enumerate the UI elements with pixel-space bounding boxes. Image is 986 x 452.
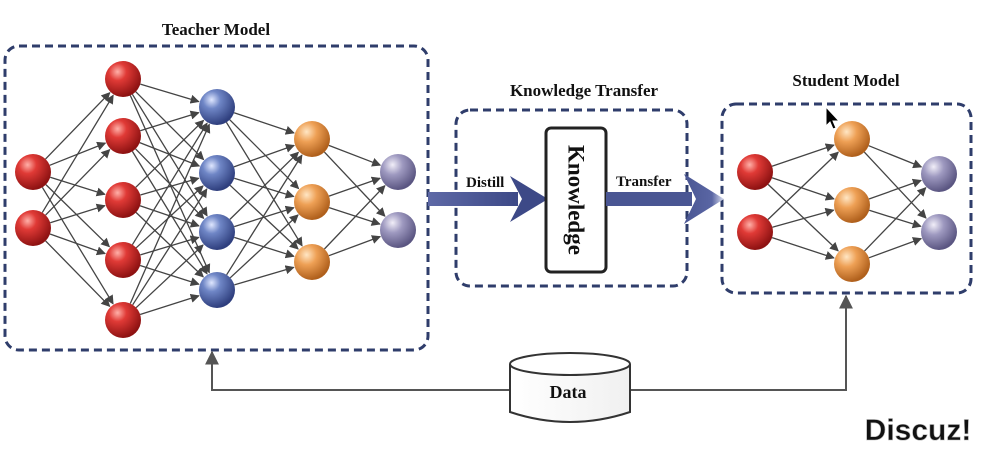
teacher-model-box	[3, 44, 430, 352]
teacher-layer2-red-node	[105, 182, 141, 218]
teacher-connection-arrow	[139, 264, 200, 287]
teacher-connection-arrow	[139, 293, 200, 316]
teacher-connection-arrow	[234, 177, 295, 199]
teacher-layer5-purple-node	[380, 154, 416, 190]
teacher-connection-arrow	[41, 94, 114, 213]
teacher-layer1-red-node	[15, 210, 51, 246]
teacher-layer3-blue-node	[199, 214, 235, 250]
student-model-title: Student Model	[792, 71, 899, 90]
teacher-connection-arrow	[135, 211, 204, 278]
knowledge-transfer-title: Knowledge Transfer	[510, 81, 659, 100]
student-connection-arrow	[772, 207, 835, 228]
teacher-connection-arrow	[45, 92, 111, 160]
student-connection-arrow	[868, 145, 923, 169]
teacher-connection-arrow	[234, 265, 295, 286]
student-layer1-red-node	[737, 214, 773, 250]
teacher-connection-arrow	[129, 123, 211, 304]
transfer-label: Transfer	[616, 174, 672, 190]
teacher-connection-arrow	[50, 203, 106, 224]
teacher-connection-arrow	[135, 244, 204, 309]
teacher-layer2-red-node	[105, 61, 141, 97]
data-label: Data	[550, 382, 587, 402]
teacher-connection-arrow	[132, 188, 208, 306]
teacher-layer4-orange-node	[294, 244, 330, 280]
transfer-arrow	[606, 174, 724, 224]
teacher-connection-arrow	[45, 184, 111, 248]
distill-label: Distill	[466, 175, 504, 191]
knowledge-label: Knowledge	[564, 145, 589, 255]
teacher-connection-arrow	[229, 119, 300, 190]
teacher-connection-arrow	[328, 235, 382, 257]
teacher-connection-arrow	[323, 151, 386, 217]
student-layer1-red-node	[737, 154, 773, 190]
student-layer2-orange-node	[834, 187, 870, 223]
distill-arrow	[428, 176, 548, 222]
network-nodes	[15, 61, 957, 338]
student-connection-arrow	[868, 178, 922, 200]
teacher-connection-arrow	[140, 83, 200, 104]
teacher-layer3-blue-node	[199, 89, 235, 125]
student-connection-arrow	[767, 151, 839, 220]
data-flow-lines	[205, 294, 853, 391]
student-layer3-purple-node	[921, 156, 957, 192]
teacher-connection-arrow	[234, 205, 295, 228]
teacher-connection-arrow	[135, 119, 205, 188]
student-layer2-orange-node	[834, 246, 870, 282]
teacher-connection-arrow	[233, 143, 295, 168]
student-connection-arrow	[771, 236, 835, 260]
watermark-text: Discuz!	[865, 414, 972, 447]
teacher-layer5-purple-node	[380, 212, 416, 248]
teacher-connection-arrow	[41, 187, 114, 305]
teacher-connection-arrow	[140, 176, 200, 196]
student-layer3-purple-node	[921, 214, 957, 250]
teacher-connection-arrow	[45, 148, 111, 216]
teacher-layer2-red-node	[105, 302, 141, 338]
teacher-connection-arrow	[229, 214, 299, 279]
teacher-connection-arrow	[140, 110, 200, 132]
student-layer2-orange-node	[834, 121, 870, 157]
teacher-connection-arrow	[323, 185, 386, 250]
teacher-connection-arrow	[328, 176, 381, 197]
teacher-connection-arrow	[225, 121, 303, 247]
teacher-connection-arrow	[45, 240, 111, 308]
teacher-connection-arrow	[328, 206, 381, 226]
teacher-layer4-orange-node	[294, 121, 330, 157]
teacher-layer4-orange-node	[294, 184, 330, 220]
student-connection-arrow	[864, 187, 927, 252]
student-connection-arrow	[869, 209, 922, 229]
teacher-connection-arrow	[328, 144, 382, 167]
student-connection-arrow	[863, 151, 927, 219]
teacher-connection-arrow	[135, 185, 204, 249]
teacher-connection-arrow	[135, 91, 205, 161]
teacher-layer2-red-node	[105, 118, 141, 154]
network-connections	[41, 83, 927, 316]
student-model-box	[720, 102, 973, 295]
student-connection-arrow	[767, 183, 839, 252]
teacher-connection-arrow	[229, 151, 300, 220]
teacher-model-title: Teacher Model	[162, 20, 270, 39]
student-connection-arrow	[868, 237, 923, 259]
teacher-layer3-blue-node	[199, 155, 235, 191]
data-cylinder	[509, 352, 631, 423]
teacher-layer1-red-node	[15, 154, 51, 190]
teacher-layer3-blue-node	[199, 272, 235, 308]
teacher-connection-arrow	[131, 122, 208, 246]
mouse-cursor-icon	[825, 105, 841, 130]
student-connection-arrow	[771, 177, 835, 201]
teacher-connection-arrow	[49, 233, 106, 256]
teacher-connection-arrow	[226, 154, 303, 276]
teacher-connection-arrow	[50, 176, 106, 197]
teacher-layer2-red-node	[105, 242, 141, 278]
student-connection-arrow	[771, 143, 835, 167]
teacher-connection-arrow	[233, 112, 295, 135]
